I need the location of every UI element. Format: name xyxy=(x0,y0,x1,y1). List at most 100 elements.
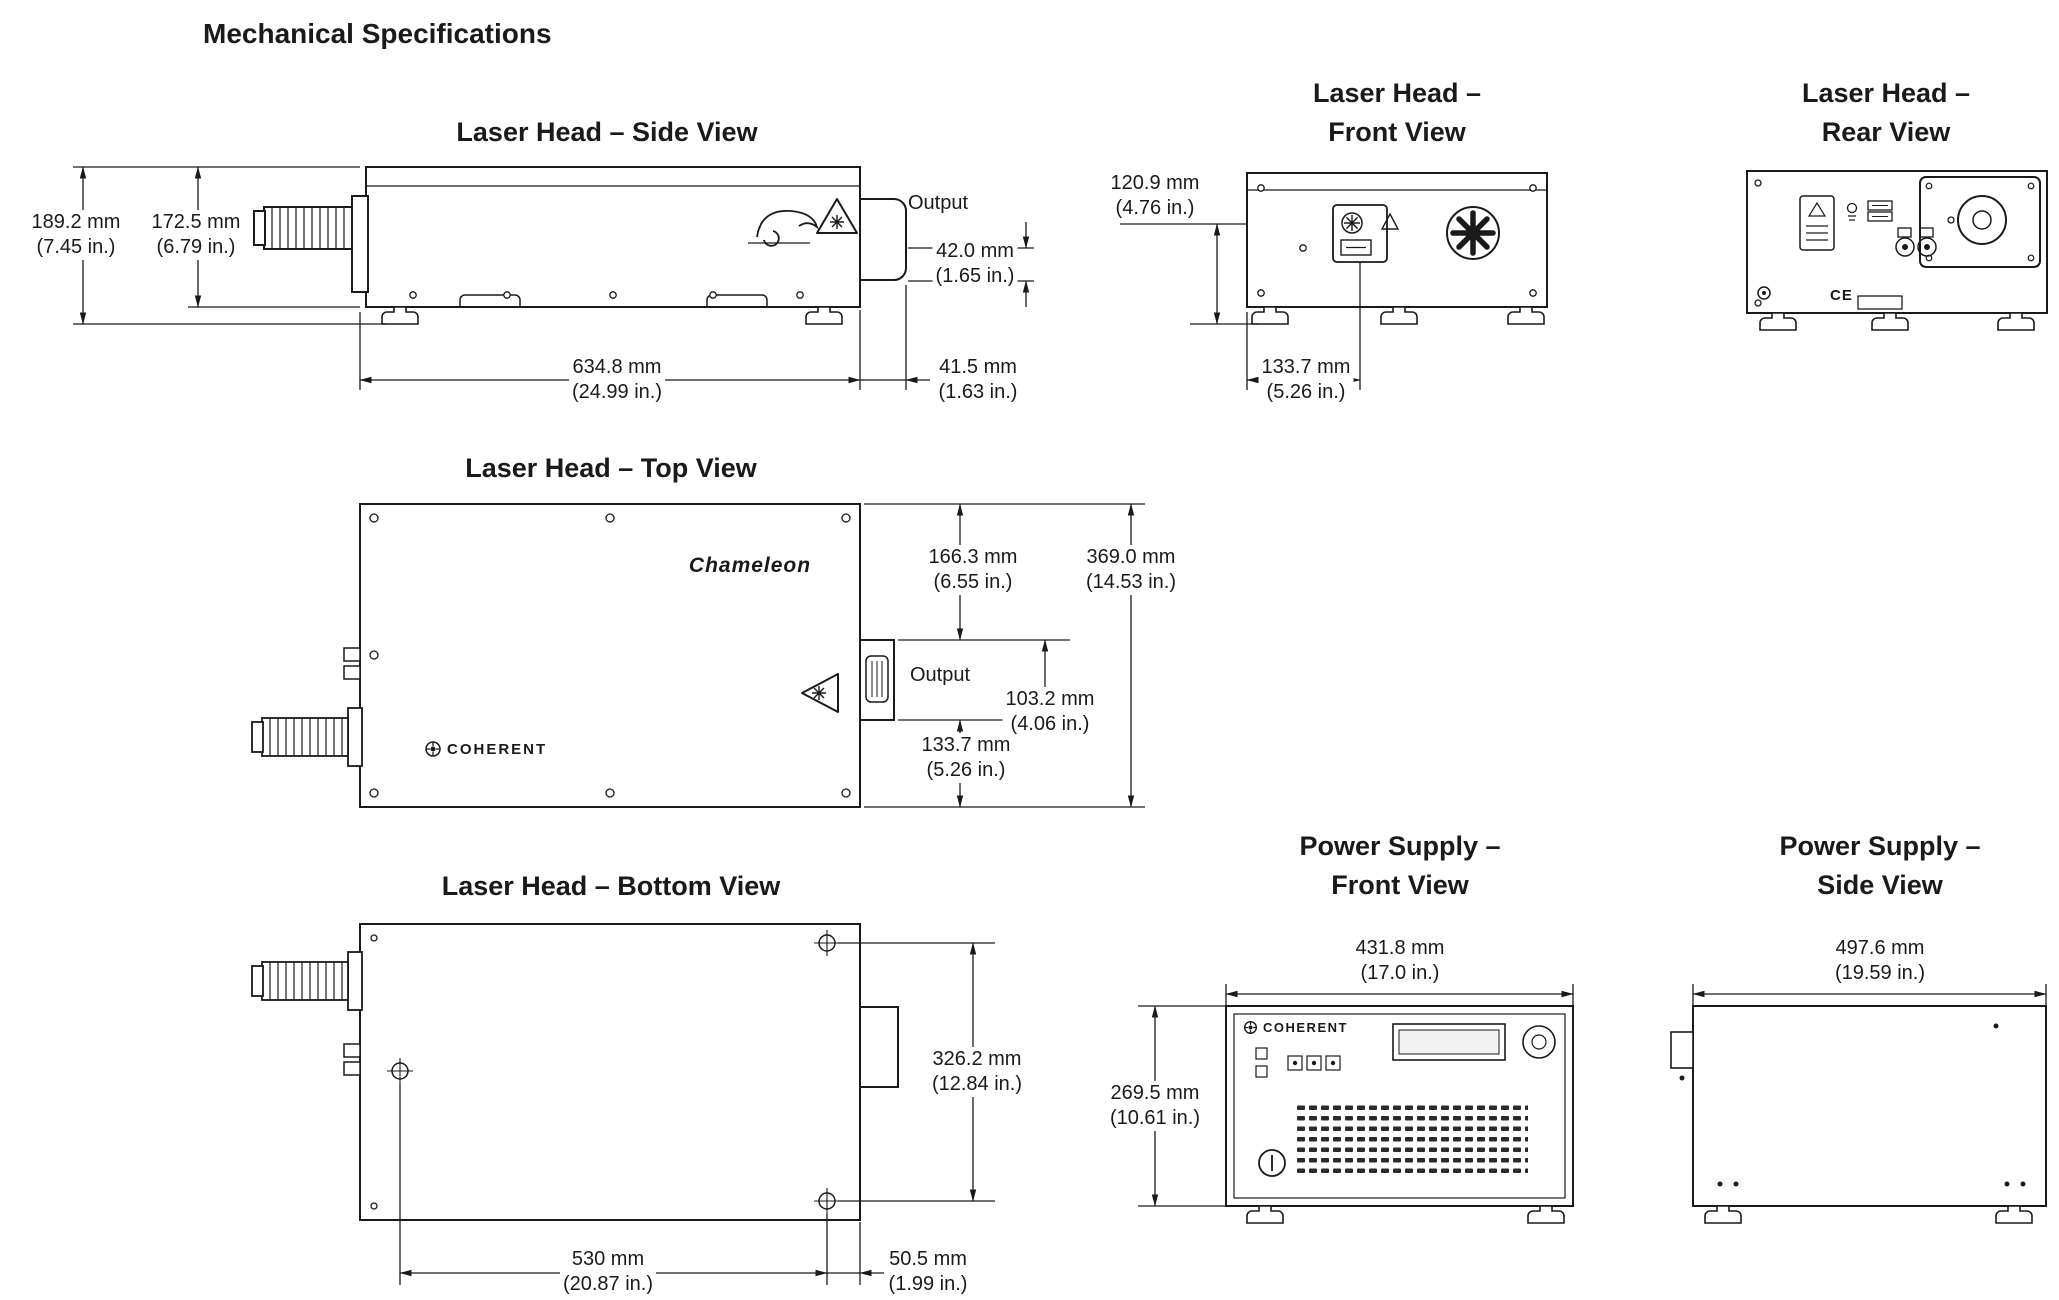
dim-value-in: (6.55 in.) xyxy=(933,571,1013,593)
rear-aperture xyxy=(1957,195,2007,245)
side-screws xyxy=(409,291,804,299)
ps-vent-grille xyxy=(1296,1102,1528,1176)
dim-value-mm: 189.2 mm xyxy=(31,211,121,233)
mounting-hole-icon xyxy=(814,1188,840,1214)
top-view-title: Laser Head – Top View xyxy=(465,453,757,483)
foot xyxy=(1871,312,1909,331)
foot xyxy=(1997,312,2035,331)
side-threaded-tube xyxy=(263,206,353,250)
dim-side-output-length: 41.5 mm (1.63 in.) xyxy=(939,355,1018,405)
ps-key-buttons xyxy=(1287,1055,1341,1071)
foot xyxy=(1704,1205,1742,1224)
rear-view-title: Laser Head – Rear View xyxy=(1802,74,1970,152)
side-view-title: Laser Head – Side View xyxy=(456,117,758,147)
dim-bottom-hole-to-edge: 50.5 mm (1.99 in.) xyxy=(889,1247,968,1297)
bottom-screws xyxy=(370,934,378,1210)
extension-lines xyxy=(1120,223,1361,390)
dim-value-mm: 50.5 mm xyxy=(889,1248,967,1270)
top-port-lower xyxy=(343,665,361,680)
dim-value-in: (1.63 in.) xyxy=(938,381,1018,403)
dim-side-output-height: 42.0 mm (1.65 in.) xyxy=(932,239,1018,289)
top-body xyxy=(359,503,861,808)
coherent-logo-text: COHERENT xyxy=(447,740,548,758)
extension-lines xyxy=(1692,984,2047,1008)
coherent-starburst-icon xyxy=(425,741,441,757)
side-base-notches xyxy=(459,294,768,307)
top-tube-cap xyxy=(251,721,264,753)
bottom-port-upper xyxy=(343,1043,361,1058)
ps-side-title-line1: Power Supply – xyxy=(1779,831,1981,861)
ps-side-title-line2: Side View xyxy=(1817,870,1943,900)
front-view-drawing xyxy=(1246,172,1548,325)
bottom-output-block xyxy=(859,1006,899,1088)
laser-warning-icon xyxy=(816,198,858,234)
foot xyxy=(1380,306,1418,325)
ps-front-bezel xyxy=(1233,1013,1566,1199)
side-output-block xyxy=(859,198,907,281)
rear-view-drawing xyxy=(1746,170,2048,331)
fan-grille-icon xyxy=(1446,206,1500,260)
dim-value-in: (7.45 in.) xyxy=(36,236,116,258)
panel-fan-icon xyxy=(1341,212,1363,234)
rear-view-title-line2: Rear View xyxy=(1821,117,1951,147)
top-cover-screws xyxy=(369,513,851,798)
front-screws xyxy=(1257,184,1537,297)
dim-value-in: (4.76 in.) xyxy=(1115,197,1195,219)
foot xyxy=(1246,1205,1284,1224)
ps-coherent-logo-text: COHERENT xyxy=(1263,1020,1348,1035)
dim-value-mm: 634.8 mm xyxy=(572,356,662,378)
coherent-logo: COHERENT xyxy=(424,740,547,758)
dim-value-mm: 42.0 mm xyxy=(936,240,1014,262)
dim-value-mm: 431.8 mm xyxy=(1355,937,1445,959)
front-view-title-line2: Front View xyxy=(1328,117,1466,147)
dim-value-in: (14.53 in.) xyxy=(1085,571,1177,593)
side-view-drawing xyxy=(253,166,907,325)
dim-value-in: (6.79 in.) xyxy=(156,236,236,258)
foot xyxy=(381,306,419,325)
front-view-title: Laser Head – Front View xyxy=(1313,74,1481,152)
dim-value-mm: 326.2 mm xyxy=(932,1048,1022,1070)
ps-knob xyxy=(1522,1025,1556,1059)
rear-view-title-line1: Laser Head – xyxy=(1801,78,1971,108)
ps-status-leds xyxy=(1255,1047,1268,1078)
ps-side-drawing xyxy=(1670,1005,2047,1224)
ps-power-button xyxy=(1258,1149,1286,1177)
dim-value-mm: 41.5 mm xyxy=(939,356,1017,378)
top-laser-warning-icon xyxy=(801,673,839,713)
foot xyxy=(1995,1205,2033,1224)
dim-side-height-body: 172.5 mm (6.79 in.) xyxy=(148,210,244,260)
foot xyxy=(1507,306,1545,325)
foot xyxy=(1527,1205,1565,1224)
rear-aux-connector-icon xyxy=(1757,286,1771,300)
dim-value-in: (24.99 in.) xyxy=(571,381,663,403)
side-body xyxy=(365,166,861,308)
dim-value-in: (5.26 in.) xyxy=(1266,381,1346,403)
dim-value-mm: 497.6 mm xyxy=(1835,937,1925,959)
side-tube-cap xyxy=(253,210,266,246)
side-output-label: Output xyxy=(908,192,969,214)
rear-round-connectors-icon xyxy=(1895,227,1937,257)
dim-value-in: (1.99 in.) xyxy=(888,1273,968,1295)
ps-side-body xyxy=(1692,1005,2047,1207)
bottom-threaded-tube xyxy=(261,961,349,1001)
ps-side-dimension-lines xyxy=(1692,984,2047,1008)
dim-value-mm: 133.7 mm xyxy=(921,734,1011,756)
dim-value-in: (20.87 in.) xyxy=(562,1273,654,1295)
dim-side-height-overall: 189.2 mm (7.45 in.) xyxy=(28,210,124,260)
dim-front-aperture-height: 120.9 mm (4.76 in.) xyxy=(1111,171,1200,221)
top-port-upper xyxy=(343,647,361,662)
dim-value-in: (12.84 in.) xyxy=(931,1073,1023,1095)
chameleon-badge-icon xyxy=(748,210,819,247)
ps-side-view-title: Power Supply – Side View xyxy=(1779,827,1980,905)
dim-bottom-hole-spacing-depth: 326.2 mm (12.84 in.) xyxy=(928,1047,1026,1097)
dim-ps-width: 431.8 mm (17.0 in.) xyxy=(1356,936,1445,986)
dim-ps-height: 269.5 mm (10.61 in.) xyxy=(1106,1081,1204,1131)
dim-value-in: (19.59 in.) xyxy=(1834,962,1926,984)
dim-value-in: (17.0 in.) xyxy=(1360,962,1440,984)
mounting-hole-icon xyxy=(814,930,840,956)
ps-display-screen xyxy=(1398,1029,1500,1055)
ps-side-handle-block xyxy=(1670,1031,1694,1069)
top-view-drawing xyxy=(251,503,895,808)
dim-front-aperture-offset: 133.7 mm (5.26 in.) xyxy=(1258,355,1354,405)
foot xyxy=(1251,306,1289,325)
